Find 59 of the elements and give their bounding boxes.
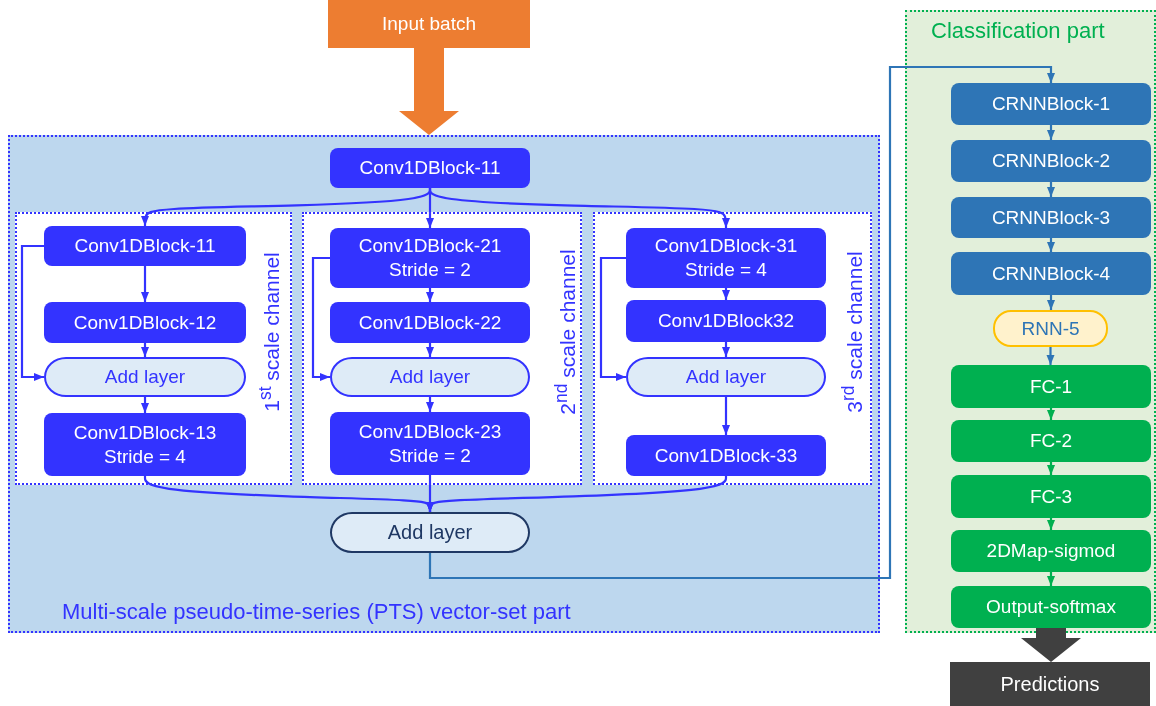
add-layer-node: Add layer — [44, 357, 246, 397]
add-layer-node: Add layer — [626, 357, 826, 397]
process-box: Conv1DBlock-33 — [626, 435, 826, 476]
arrow — [722, 397, 730, 435]
arrow — [426, 397, 434, 412]
block-arrow — [1021, 628, 1081, 662]
panel-title: Classification part — [931, 18, 1105, 44]
process-box: FC-1 — [951, 365, 1151, 408]
process-box: Conv1DBlock-21 Stride = 2 — [330, 228, 530, 288]
group-panel — [8, 135, 880, 633]
process-box: Conv1DBlock-13 Stride = 4 — [44, 413, 246, 476]
group-panel — [905, 10, 1156, 633]
input-box: Input batch — [328, 0, 530, 48]
arrow — [20, 244, 44, 381]
arrow — [722, 342, 730, 357]
process-box: Conv1DBlock-11 — [330, 148, 530, 188]
arrow — [426, 288, 434, 302]
arrow — [1047, 295, 1055, 310]
channel-panel — [302, 212, 582, 485]
arrow — [426, 475, 728, 513]
panel-title: Multi-scale pseudo-time-series (PTS) vector-set part — [62, 599, 571, 625]
process-box: CRNNBlock-3 — [951, 197, 1151, 238]
arrow — [141, 397, 149, 413]
arrow — [1046, 347, 1055, 365]
process-box: Conv1DBlock-22 — [330, 302, 530, 343]
process-box: CRNNBlock-2 — [951, 140, 1151, 182]
process-box: FC-3 — [951, 475, 1151, 518]
arrow — [141, 343, 149, 357]
block-arrow — [399, 48, 459, 135]
process-box: FC-2 — [951, 420, 1151, 462]
arrow — [141, 266, 149, 302]
process-box: Conv1DBlock-11 — [44, 226, 246, 266]
arrow — [1047, 238, 1055, 252]
process-box: Conv1DBlock-12 — [44, 302, 246, 343]
process-box: Conv1DBlock32 — [626, 300, 826, 342]
add-layer-node: Add layer — [330, 357, 530, 397]
process-box: Output-softmax — [951, 586, 1151, 628]
arrow — [428, 187, 730, 228]
process-box: CRNNBlock-4 — [951, 252, 1151, 295]
arrow — [599, 256, 626, 381]
arrow — [311, 256, 330, 381]
process-box: Conv1DBlock-31 Stride = 4 — [626, 228, 826, 288]
arrow — [1047, 462, 1055, 475]
add-layer-node: Add layer — [330, 512, 530, 553]
arrow — [1047, 182, 1055, 197]
rnn-node: RNN-5 — [993, 310, 1108, 347]
output-box: Predictions — [950, 662, 1150, 706]
channel-panel — [593, 212, 872, 485]
process-box: CRNNBlock-1 — [951, 83, 1151, 125]
process-box: 2DMap-sigmod — [951, 530, 1151, 572]
arrow — [426, 343, 434, 357]
arrow — [722, 288, 730, 300]
arrow — [1047, 125, 1055, 140]
process-box: Conv1DBlock-23 Stride = 2 — [330, 412, 530, 475]
arrow — [428, 65, 1055, 580]
arrow — [1047, 572, 1055, 586]
arrow — [1047, 518, 1055, 530]
channel-panel — [15, 212, 292, 485]
arrow — [1047, 408, 1055, 420]
